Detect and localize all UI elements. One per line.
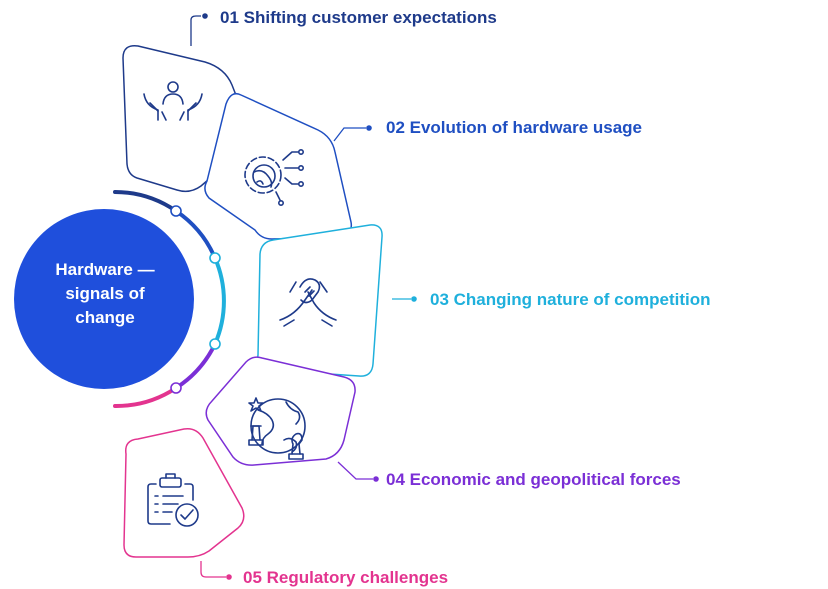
ring-segment-pink	[113, 386, 178, 409]
signal-label-4: 04 Economic and geopolitical forces	[386, 470, 681, 489]
hands-supporting-person-icon	[143, 81, 203, 121]
gear-globe-circuit-icon	[244, 149, 304, 207]
leader-dot-5	[226, 574, 232, 580]
leader-line-4	[337, 461, 373, 480]
leader-line-1	[190, 15, 201, 46]
ring-segment-purple	[174, 342, 217, 390]
ring-node-1	[170, 205, 182, 217]
globe-chess-pieces-icon	[248, 397, 306, 460]
leader-line-2	[333, 127, 366, 142]
leader-lines	[190, 13, 417, 580]
hub-title-line-3: change	[75, 308, 135, 327]
leader-dot-4	[373, 476, 379, 482]
signal-label-2: 02 Evolution of hardware usage	[386, 118, 643, 137]
signal-card-5	[123, 427, 245, 558]
leader-line-5	[200, 561, 226, 578]
ring-node-3	[209, 338, 221, 350]
hub-circle	[14, 209, 194, 389]
ring-segment-navy	[113, 190, 178, 213]
leader-dot-2	[366, 125, 372, 131]
signal-card-3	[257, 224, 383, 377]
leader-dot-1	[202, 13, 208, 19]
signal-card-4	[205, 356, 356, 466]
hub-title-line-1: Hardware —	[55, 260, 155, 279]
signal-label-5: 05 Regulatory challenges	[243, 568, 449, 587]
ring-node-4	[170, 382, 182, 394]
clipboard-checklist-icon	[147, 473, 199, 527]
ring-segment-blue	[174, 209, 217, 260]
ring-node-2	[209, 252, 221, 264]
ring-segment-cyan	[213, 256, 226, 346]
hub-title: Hardware — signals of change	[38, 258, 172, 330]
handshake-icon	[279, 278, 337, 327]
signal-label-3: 03 Changing nature of competition	[430, 290, 711, 309]
hub-title-line-2: signals of	[65, 284, 145, 303]
leader-dot-3	[411, 296, 417, 302]
signal-label-1: 01 Shifting customer expectations	[220, 8, 497, 27]
